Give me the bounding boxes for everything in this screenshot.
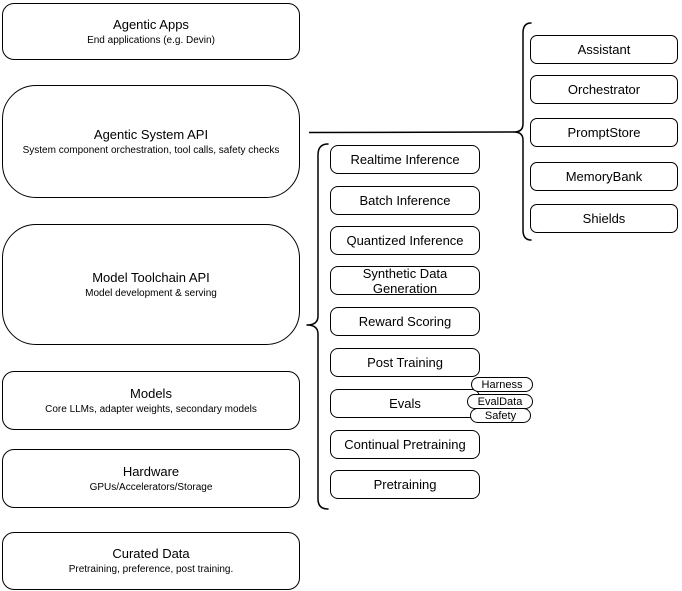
node-realtime-inference: Realtime Inference bbox=[330, 145, 480, 174]
node-title: Agentic System API bbox=[93, 126, 209, 142]
node-subtitle: Model development & serving bbox=[85, 287, 217, 299]
node-pretraining: Pretraining bbox=[330, 470, 480, 499]
toolchain-components-brace bbox=[306, 143, 329, 510]
node-reward-scoring: Reward Scoring bbox=[330, 307, 480, 336]
node-models: Models Core LLMs, adapter weights, secon… bbox=[2, 371, 300, 430]
node-subtitle: GPUs/Accelerators/Storage bbox=[89, 481, 213, 493]
node-synthetic-data-generation: Synthetic Data Generation bbox=[330, 266, 480, 296]
node-agentic-apps: Agentic Apps End applications (e.g. Devi… bbox=[2, 3, 300, 60]
node-memorybank: MemoryBank bbox=[530, 162, 678, 191]
node-title: Model Toolchain API bbox=[92, 269, 210, 285]
node-title: Models bbox=[130, 385, 172, 401]
node-curated-data: Curated Data Pretraining, preference, po… bbox=[2, 532, 300, 590]
node-hardware: Hardware GPUs/Accelerators/Storage bbox=[2, 449, 300, 508]
node-batch-inference: Batch Inference bbox=[330, 186, 480, 215]
node-promptstore: PromptStore bbox=[530, 118, 678, 147]
node-title: Hardware bbox=[122, 463, 180, 479]
node-continual-pretraining: Continual Pretraining bbox=[330, 430, 480, 459]
node-title: Curated Data bbox=[112, 546, 190, 561]
node-shields: Shields bbox=[530, 204, 678, 233]
node-agentic-system-api: Agentic System API System component orch… bbox=[2, 85, 300, 198]
node-post-training: Post Training bbox=[330, 348, 480, 377]
system-api-connector-line bbox=[308, 131, 515, 134]
node-model-toolchain-api: Model Toolchain API Model development & … bbox=[2, 224, 300, 345]
node-assistant: Assistant bbox=[530, 35, 678, 64]
tag-harness: Harness bbox=[471, 377, 533, 392]
system-components-brace bbox=[513, 22, 532, 241]
node-evals: Evals bbox=[330, 389, 480, 418]
node-subtitle: End applications (e.g. Devin) bbox=[87, 34, 215, 46]
node-subtitle: System component orchestration, tool cal… bbox=[22, 144, 280, 156]
node-subtitle: Pretraining, preference, post training. bbox=[68, 564, 234, 575]
node-title: Agentic Apps bbox=[113, 16, 189, 32]
node-quantized-inference: Quantized Inference bbox=[330, 226, 480, 255]
tag-evaldata: EvalData bbox=[467, 394, 533, 409]
node-subtitle: Core LLMs, adapter weights, secondary mo… bbox=[45, 403, 257, 415]
tag-safety: Safety bbox=[470, 408, 531, 423]
node-orchestrator: Orchestrator bbox=[530, 75, 678, 104]
